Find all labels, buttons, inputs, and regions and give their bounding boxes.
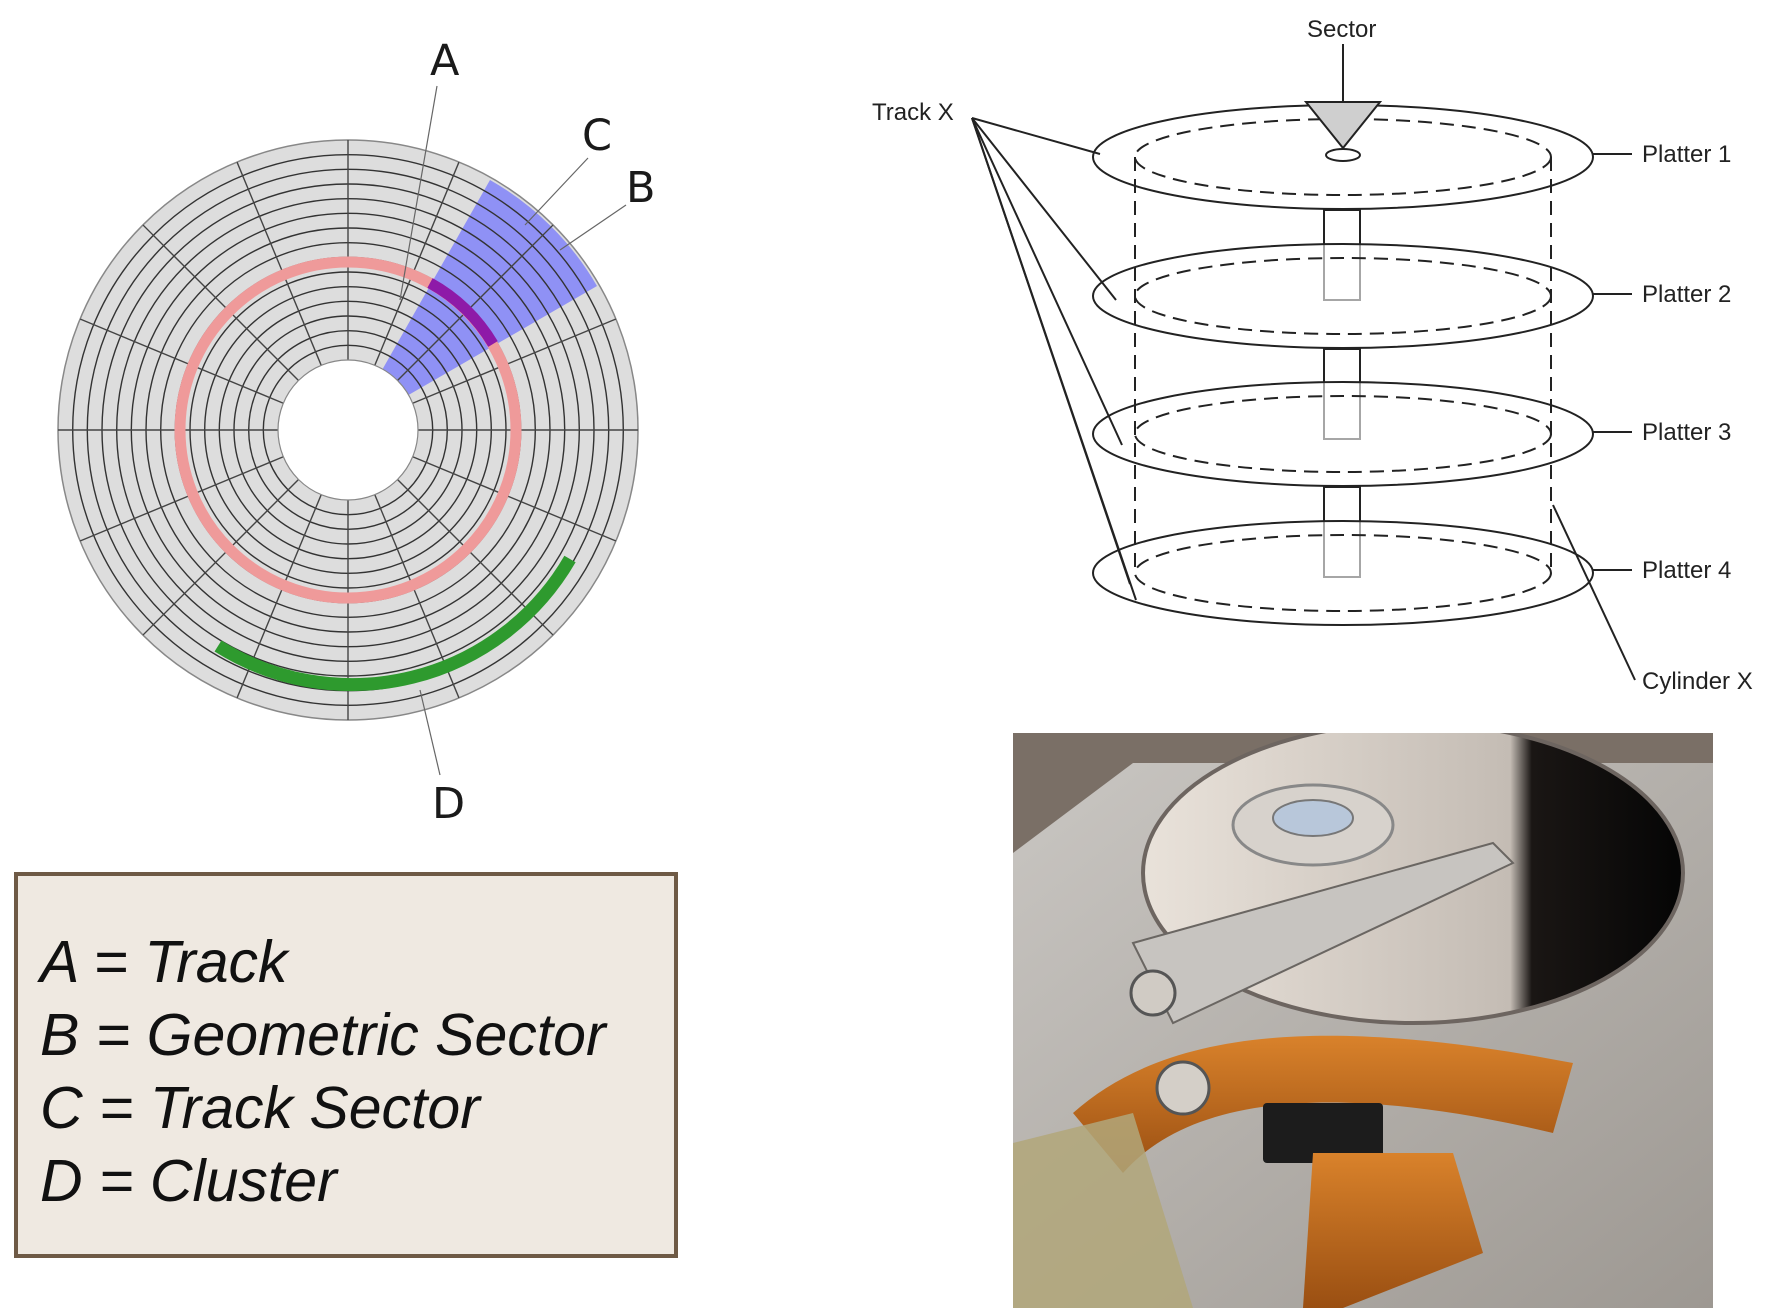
- legend-box: A = Track B = Geometric Sector C = Track…: [14, 872, 678, 1258]
- platter-label-2: Platter 2: [1642, 281, 1731, 308]
- sector-line: [142, 224, 299, 381]
- track-leader-2: [971, 117, 1117, 301]
- sector-line: [79, 456, 284, 542]
- sector-line: [412, 456, 617, 542]
- platter-label-4: Platter 4: [1642, 557, 1731, 584]
- disk-hub: [277, 359, 419, 501]
- sector-line: [412, 318, 617, 404]
- cylinder-leader: [1552, 504, 1636, 681]
- leader-line-c: [524, 157, 589, 226]
- leader-line-d: [419, 689, 441, 776]
- track-highlight: [174, 256, 522, 604]
- leader-line-b: [559, 204, 627, 251]
- track-sector-highlight: [427, 278, 498, 347]
- cluster-highlight: [214, 555, 576, 692]
- track-leader-3: [971, 117, 1123, 446]
- disk-geometry-diagram: A C B D: [57, 36, 656, 829]
- sector-line: [397, 224, 554, 381]
- track-leader-1: [971, 117, 1101, 155]
- leader-line-a: [399, 85, 438, 301]
- sector-spot: [1325, 148, 1361, 162]
- sector-line: [142, 479, 299, 636]
- track-label: Track X: [872, 99, 954, 126]
- platter-2: [1092, 243, 1594, 349]
- sector-wedge: [1303, 101, 1383, 150]
- label-a: A: [430, 36, 460, 86]
- hard-drive-photo: [1013, 733, 1713, 1308]
- label-d: D: [432, 779, 465, 829]
- platter-label-3: Platter 3: [1642, 419, 1731, 446]
- track-leader-5: [971, 117, 1137, 601]
- platter-4: [1092, 520, 1594, 626]
- label-b: B: [626, 163, 656, 213]
- platter-3: [1092, 381, 1594, 487]
- legend-item-track-sector: C = Track Sector: [40, 1075, 480, 1141]
- sector-label: Sector: [1307, 16, 1376, 43]
- sector-line: [374, 161, 460, 366]
- legend-item-cluster: D = Cluster: [40, 1148, 337, 1214]
- platter-label-1: Platter 1: [1642, 141, 1731, 168]
- sector-line: [79, 318, 284, 404]
- legend-item-track: A = Track: [40, 929, 288, 995]
- cylinder-label: Cylinder X: [1642, 668, 1753, 695]
- sector-line: [236, 161, 322, 366]
- label-c: C: [582, 111, 612, 161]
- sector-lines: [58, 140, 638, 720]
- platter-cylinder-diagram: Sector Track X Platter 1 Platter 2 Platt…: [872, 16, 1753, 695]
- legend-item-geometric-sector: B = Geometric Sector: [40, 1002, 606, 1068]
